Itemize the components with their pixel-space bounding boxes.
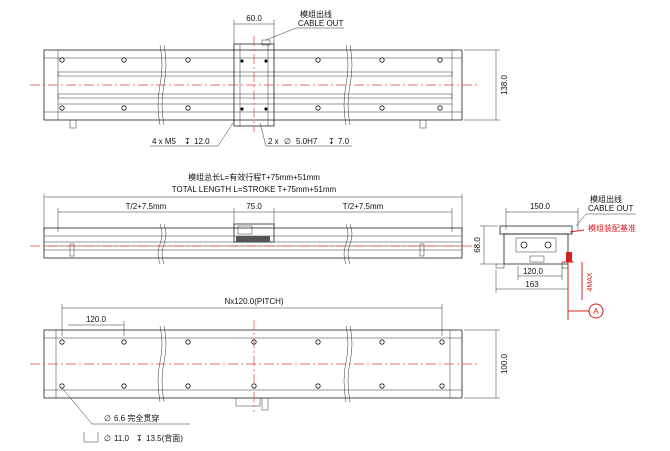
- total-length-en: TOTAL LENGTH L=STROKE T+75mm+51mm: [172, 185, 337, 194]
- pitch-dim: Nx120.0(PITCH): [224, 297, 283, 306]
- datum-circle-icon: [588, 303, 604, 319]
- side-view: 150.0 模组出线 CABLE OUT 模组装配基准 68.0 120.0 1…: [473, 194, 636, 320]
- hole-note: 6.6 完全贯穿: [114, 413, 159, 423]
- note-pin-spec: 5.0H7: [296, 137, 318, 146]
- datum-label: A: [593, 307, 599, 316]
- diameter-symbol-icon: ∅: [284, 137, 291, 146]
- seg-center: 75.0: [246, 202, 262, 211]
- side-body: [503, 233, 569, 265]
- cable-out-en: CABLE OUT: [298, 19, 343, 28]
- top-view: 60.0 模组出线 CABLE OUT 138.0 4 x M5 ↧ 12.0 …: [30, 9, 509, 147]
- depth-symbol-icon: ↧: [328, 137, 335, 146]
- counterbore-symbol-icon: [83, 432, 99, 443]
- front-view: 模组总长L=有效行程T+75mm+51mm TOTAL LENGTH L=STR…: [30, 172, 478, 265]
- note-pin-depth: 7.0: [338, 137, 350, 146]
- dim-138: 138.0: [500, 74, 509, 95]
- side-dim-120: 120.0: [523, 267, 544, 276]
- note-m5: 4 x M5: [152, 137, 177, 146]
- diameter-symbol-icon: ∅: [104, 434, 111, 443]
- note-m5-depth: 12.0: [194, 137, 210, 146]
- side-dim-68: 68.0: [473, 237, 482, 253]
- mount-reference: 模组装配基准: [588, 223, 636, 233]
- cable-out-cn: 模组出线: [300, 9, 332, 19]
- side-carriage: [499, 225, 573, 235]
- top-holes: [59, 57, 443, 111]
- bottom-dim-120: 120.0: [86, 315, 107, 324]
- bottom-view: Nx120.0(PITCH) 120.0: [30, 297, 509, 443]
- seg-left: T/2+7.5mm: [126, 202, 167, 211]
- cbore-note: 11.0: [114, 434, 130, 443]
- note-pin: 2 x: [268, 137, 279, 146]
- depth-symbol-icon: ↧: [184, 137, 191, 146]
- side-cable-out-cn: 模组出线: [590, 194, 622, 204]
- cbore-depth: 13.5(背面): [146, 433, 183, 443]
- diameter-symbol-icon: ∅: [104, 414, 111, 423]
- depth-symbol-icon: ↧: [136, 434, 143, 443]
- side-dim-4max: 4MAX: [587, 272, 594, 291]
- side-cable-out-en: CABLE OUT: [588, 204, 633, 213]
- bottom-dim-100: 100.0: [500, 353, 509, 374]
- front-body: [43, 227, 463, 259]
- dim-60: 60.0: [246, 14, 262, 23]
- total-length-cn: 模组总长L=有效行程T+75mm+51mm: [188, 172, 320, 182]
- side-dim-150: 150.0: [530, 202, 551, 211]
- side-dim-163: 163: [525, 280, 539, 289]
- seg-right: T/2+7.5mm: [343, 202, 384, 211]
